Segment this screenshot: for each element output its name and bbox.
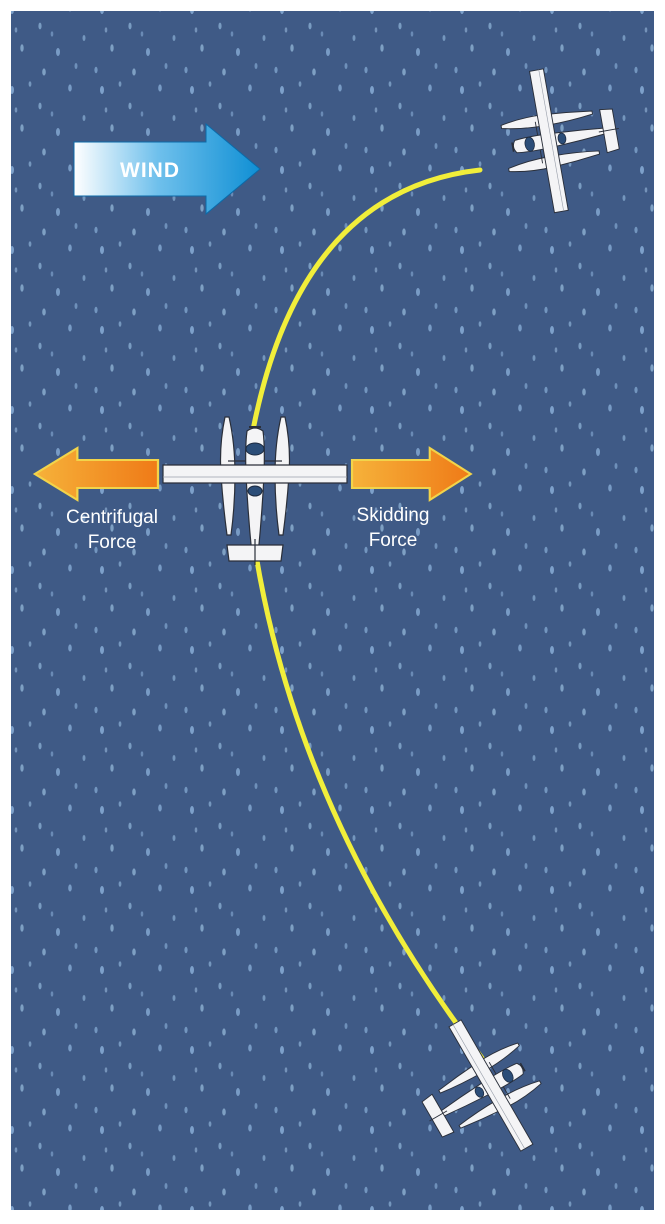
- wind-arrow-icon: WIND: [73, 122, 261, 216]
- water-ripples: [11, 11, 654, 1210]
- centrifugal-label-line1: Centrifugal: [66, 507, 158, 528]
- turn-path-upper: [250, 167, 483, 433]
- turn-path-lower: [253, 552, 485, 1061]
- skidding-label-line2: Force: [369, 530, 418, 551]
- centrifugal-label-line2: Force: [88, 532, 137, 553]
- skidding-label-line1: Skidding: [357, 505, 430, 526]
- wind-label: WIND: [120, 159, 180, 182]
